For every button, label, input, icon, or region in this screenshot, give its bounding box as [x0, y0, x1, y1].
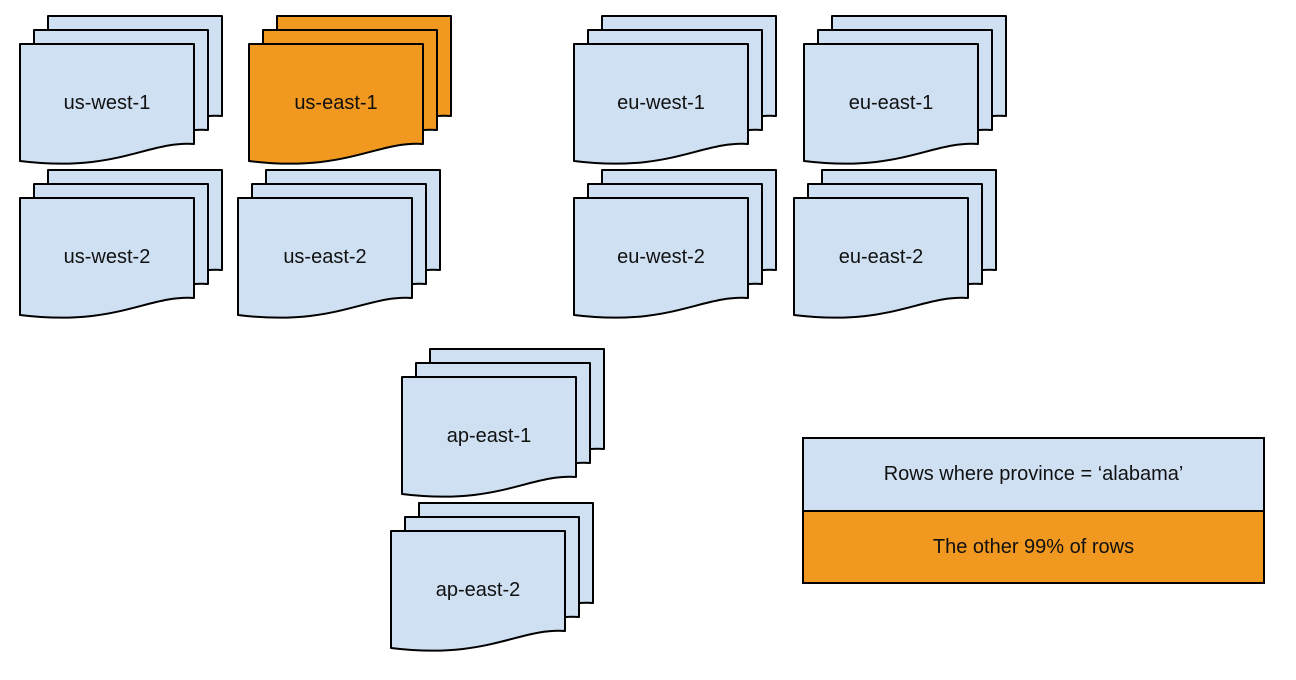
doc-stack-us-east-1: us-east-1: [248, 15, 452, 174]
document-shape-front: [237, 197, 413, 319]
legend: Rows where province = ‘alabama’ The othe…: [802, 437, 1265, 584]
document-shape-front: [401, 376, 577, 498]
document-shape-front: [390, 530, 566, 652]
doc-stack-ap-east-1: ap-east-1: [401, 348, 605, 507]
document-shape-front: [793, 197, 969, 319]
document-shape-front: [19, 197, 195, 319]
document-shape-front: [248, 43, 424, 165]
doc-stack-eu-east-1: eu-east-1: [803, 15, 1007, 174]
doc-stack-ap-east-2: ap-east-2: [390, 502, 594, 661]
doc-stack-eu-east-2: eu-east-2: [793, 169, 997, 328]
doc-stack-eu-west-2: eu-west-2: [573, 169, 777, 328]
legend-label-alabama-rows: Rows where province = ‘alabama’: [883, 463, 1184, 485]
document-shape-front: [573, 43, 749, 165]
document-shape-front: [803, 43, 979, 165]
doc-stack-us-west-2: us-west-2: [19, 169, 223, 328]
legend-label-other-rows: The other 99% of rows: [932, 535, 1135, 558]
document-shape-front: [19, 43, 195, 165]
document-shape-front: [573, 197, 749, 319]
legend-item-alabama-rows: Rows where province = ‘alabama’: [804, 439, 1263, 510]
doc-stack-us-east-2: us-east-2: [237, 169, 441, 328]
doc-stack-us-west-1: us-west-1: [19, 15, 223, 174]
legend-item-other-rows: The other 99% of rows: [804, 510, 1263, 582]
doc-stack-eu-west-1: eu-west-1: [573, 15, 777, 174]
